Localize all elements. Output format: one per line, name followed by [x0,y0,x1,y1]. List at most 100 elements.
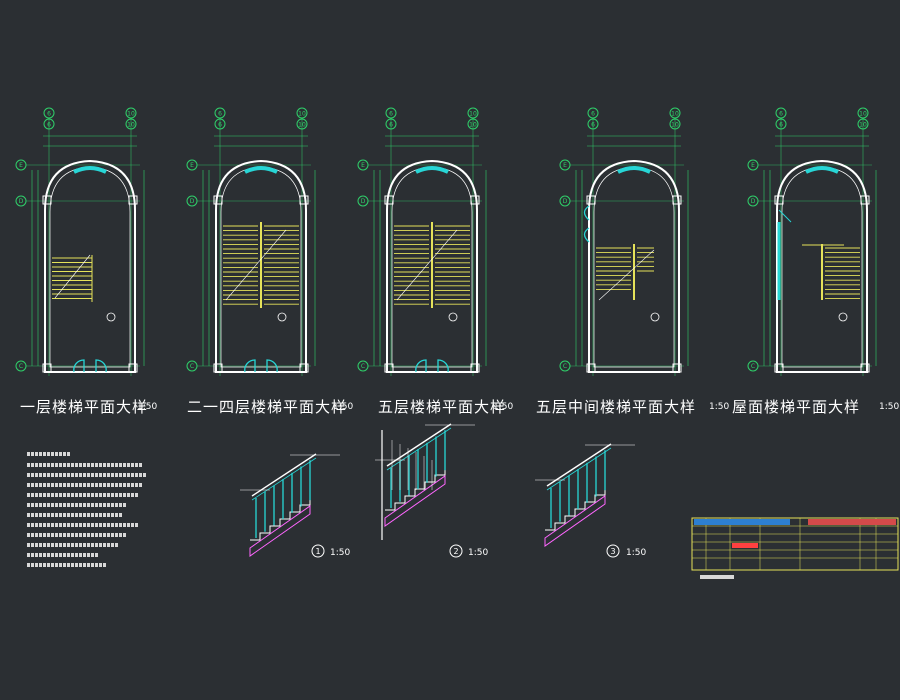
note-glyph [55,452,58,456]
note-glyph [131,473,134,477]
note-glyph [63,483,66,487]
note-glyph [67,463,70,467]
note-glyph [95,493,98,497]
note-glyph [135,493,138,497]
section-marker [277,312,287,322]
note-glyph [95,563,98,567]
note-glyph [99,543,102,547]
note-glyph [107,463,110,467]
grid-bubble [775,118,787,130]
grid-bubble [296,118,308,130]
note-glyph [123,533,126,537]
note-glyph [127,523,130,527]
note-glyph [119,493,122,497]
grid-label: 6 [218,122,222,129]
note-glyph [107,533,110,537]
note-glyph [27,533,30,537]
note-glyph [63,543,66,547]
general-notes [27,452,146,567]
note-glyph [59,513,62,517]
grid-label: 6 [389,111,393,118]
grid-label: 6 [779,111,783,118]
note-glyph [111,513,114,517]
grid-label: 10 [859,122,867,129]
note-glyph [27,513,30,517]
note-glyph [43,493,46,497]
note-glyph [95,543,98,547]
note-glyph [39,543,42,547]
note-glyph [71,463,74,467]
section-marker [106,312,116,322]
note-glyph [47,533,50,537]
note-glyph [123,483,126,487]
grid-label: D [751,198,756,205]
note-glyph [87,523,90,527]
plan-title-4: 五层中间楼梯平面大样 [536,398,697,416]
column [470,363,480,373]
note-glyph [67,533,70,537]
grid-label: 6 [218,111,222,118]
grid-bubble [125,107,137,119]
note-glyph [63,563,66,567]
grid-label: D [19,198,24,205]
section-marker [650,312,660,322]
step-profile [250,498,311,541]
note-glyph [123,523,126,527]
door-leaf [244,359,256,373]
note-glyph [63,493,66,497]
note-glyph [115,503,118,507]
note-glyph [51,463,54,467]
door-leaf [415,359,427,373]
note-glyph [55,463,58,467]
note-glyph [123,463,126,467]
note-glyph [71,483,74,487]
note-glyph [43,563,46,567]
note-glyph [115,463,118,467]
note-glyph [107,473,110,477]
note-glyph [83,553,86,557]
top-window [244,166,278,174]
drawing-label [700,575,734,579]
note-glyph [67,503,70,507]
note-glyph [79,463,82,467]
column [213,363,223,373]
note-glyph [95,473,98,477]
section-marker [448,312,458,322]
grid-bubble [43,107,55,119]
column [128,363,138,373]
step-profile [385,468,446,511]
note-glyph [35,452,38,456]
room-wall [215,159,307,373]
grid-bubble [467,118,479,130]
grid-bubble [587,107,599,119]
door-leaf [437,359,449,373]
grid-label: 10 [127,111,135,118]
note-glyph [47,553,50,557]
note-glyph [107,543,110,547]
note-glyph [39,463,42,467]
grid-label: 10 [469,111,477,118]
grid-bubble [385,107,397,119]
note-glyph [55,553,58,557]
note-glyph [115,513,118,517]
grid-label: 6 [779,122,783,129]
note-glyph [59,473,62,477]
plan-scale-5: 1:50 [879,402,900,412]
note-glyph [87,463,90,467]
plan-title-2: 二一四层楼梯平面大样 [187,398,348,416]
note-glyph [55,513,58,517]
note-glyph [83,493,86,497]
stair-detail-1: 1 [240,453,340,558]
door-leaf [583,205,590,243]
note-glyph [71,533,74,537]
note-glyph [75,513,78,517]
note-glyph [35,503,38,507]
note-glyph [99,473,102,477]
note-glyph [63,503,66,507]
note-glyph [63,463,66,467]
note-glyph [31,563,34,567]
grid-bubble [357,159,369,171]
note-glyph [27,463,30,467]
